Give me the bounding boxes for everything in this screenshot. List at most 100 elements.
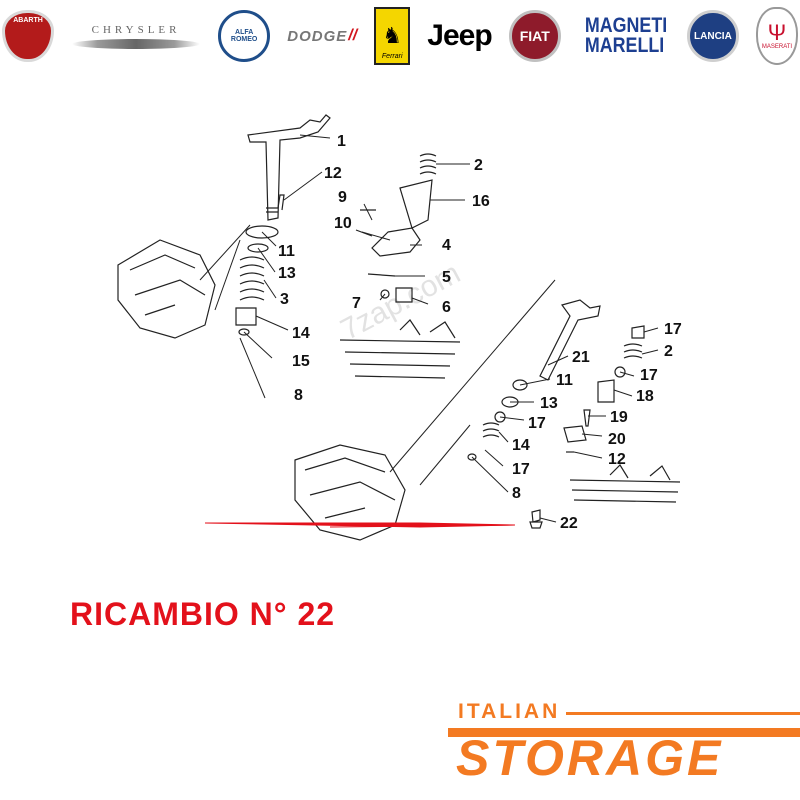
part-15-clip [238, 328, 250, 336]
part-number-labels: 1 12 2 9 16 10 4 11 13 5 7 6 3 14 15 8 1… [278, 133, 682, 532]
part-19-screw [583, 409, 591, 427]
part-12-screw [277, 194, 285, 211]
jeep-logo: Jeep [427, 4, 492, 68]
gearshift-exploded-diagram: 7zap.com [117, 114, 682, 541]
dodge-logo: DODGE// [287, 4, 357, 68]
label-part-9: 9 [338, 189, 347, 206]
right-selector-forks [609, 464, 671, 481]
part-1-shift-shaft [247, 114, 331, 221]
part-22-bolt [529, 509, 543, 529]
part-1-shaft-grooves [266, 207, 278, 213]
label-part-6: 6 [442, 299, 451, 316]
left-leader-line [199, 224, 251, 281]
part-14-spring-right [482, 422, 500, 438]
chrysler-logo: CHRYSLER [71, 4, 201, 68]
lancia-logo-text: LANCIA [694, 30, 732, 42]
label-part-18: 18 [636, 388, 654, 405]
label-part-2-b: 2 [664, 343, 673, 360]
label-part-22: 22 [560, 515, 578, 532]
alfa-romeo-logo: ALFA ROMEO [218, 4, 271, 68]
label-part-11: 11 [278, 243, 295, 260]
left-selector-forks [399, 319, 456, 339]
maserati-logo-text: MASERATI [761, 44, 793, 50]
alfa-romeo-logo-text: ALFA ROMEO [230, 29, 258, 43]
part-8-clip-right [467, 453, 477, 461]
label-part-16: 16 [472, 193, 490, 210]
part-4-lever [371, 227, 421, 257]
label-part-15: 15 [292, 353, 310, 370]
part-11-plate-right [512, 379, 528, 391]
store-logo-bar [448, 728, 800, 737]
part-17-bush-right [494, 411, 506, 423]
magneti-marelli-logo-text: MAGNETI MARELLI [584, 14, 668, 57]
left-assembly [117, 114, 461, 379]
left-boundary-line [214, 239, 241, 311]
part-21-shift-shaft [539, 299, 601, 381]
maserati-logo: Ψ MASERATI [756, 4, 798, 68]
part-3-spring [239, 256, 265, 301]
part-17-cap-top [631, 325, 645, 339]
label-part-2: 2 [474, 157, 483, 174]
brand-logo-bar: ABARTH CHRYSLER ALFA ROMEO DODGE// ♞ Fer… [0, 0, 800, 72]
lancia-logo: LANCIA [686, 4, 739, 68]
jeep-logo-text: Jeep [427, 19, 492, 52]
prancing-horse-icon: ♞ [382, 23, 403, 48]
label-part-3: 3 [280, 291, 289, 308]
italian-storage-logo: ITALIAN STORAGE [448, 700, 800, 800]
chrysler-wings-icon [72, 38, 201, 49]
part-16-cover [399, 179, 433, 229]
dodge-logo-text: DODGE [287, 27, 348, 45]
label-part-12-b: 12 [608, 451, 626, 468]
label-part-17-a: 17 [664, 321, 682, 338]
label-part-12: 12 [324, 165, 342, 182]
ferrari-logo-text: Ferrari [381, 53, 403, 60]
label-part-19: 19 [610, 409, 628, 426]
part-18-sleeve [597, 379, 615, 403]
label-leaders [239, 134, 659, 523]
part-7-washer [380, 289, 390, 299]
store-logo-italian-text: ITALIAN [458, 700, 561, 723]
highlight-arrow-tail [329, 524, 516, 528]
store-logo-storage-text: STORAGE [456, 730, 724, 786]
label-part-4: 4 [442, 237, 451, 254]
store-logo-rule [566, 711, 800, 715]
abarth-logo: ABARTH [2, 4, 54, 68]
dodge-stripes-icon: // [348, 27, 358, 44]
label-part-17-d: 17 [512, 461, 530, 478]
right-leader-line [389, 279, 556, 473]
label-part-17-c: 17 [528, 415, 546, 432]
label-part-14-b: 14 [512, 437, 530, 454]
part-9-10-pins [355, 209, 376, 237]
part-6-nut [395, 287, 413, 303]
part-13-ring [247, 243, 269, 253]
trident-icon: Ψ [767, 20, 787, 45]
fiat-logo: FIAT [508, 4, 561, 68]
label-part-13-b: 13 [540, 395, 558, 412]
label-part-10: 10 [334, 215, 352, 232]
label-part-11-b: 11 [556, 372, 573, 389]
label-part-5: 5 [442, 269, 451, 286]
label-part-1: 1 [337, 133, 346, 150]
label-part-17-b: 17 [640, 367, 658, 384]
label-part-8-b: 8 [512, 485, 521, 502]
label-part-20: 20 [608, 431, 626, 448]
right-selector-rods [569, 479, 681, 503]
label-part-8: 8 [294, 387, 303, 404]
label-part-21: 21 [572, 349, 590, 366]
part-2-spring [419, 153, 437, 175]
label-part-7: 7 [352, 295, 361, 312]
part-20-block [563, 425, 587, 443]
fiat-logo-text: FIAT [519, 28, 550, 44]
part-2-spring-right [623, 343, 643, 359]
ferrari-logo: ♞ Ferrari [374, 4, 411, 68]
part-14-bush [235, 307, 257, 326]
right-gearbox-ribs [304, 457, 396, 519]
part-11-plate [245, 225, 279, 239]
chrysler-logo-text: CHRYSLER [91, 23, 181, 36]
left-gearbox-housing [117, 239, 216, 339]
label-part-14: 14 [292, 325, 310, 342]
part-5-bolt [367, 273, 396, 277]
abarth-logo-text: ABARTH [13, 17, 43, 24]
spare-part-number-heading: RICAMBIO N° 22 [70, 596, 336, 632]
label-part-13: 13 [278, 265, 296, 282]
